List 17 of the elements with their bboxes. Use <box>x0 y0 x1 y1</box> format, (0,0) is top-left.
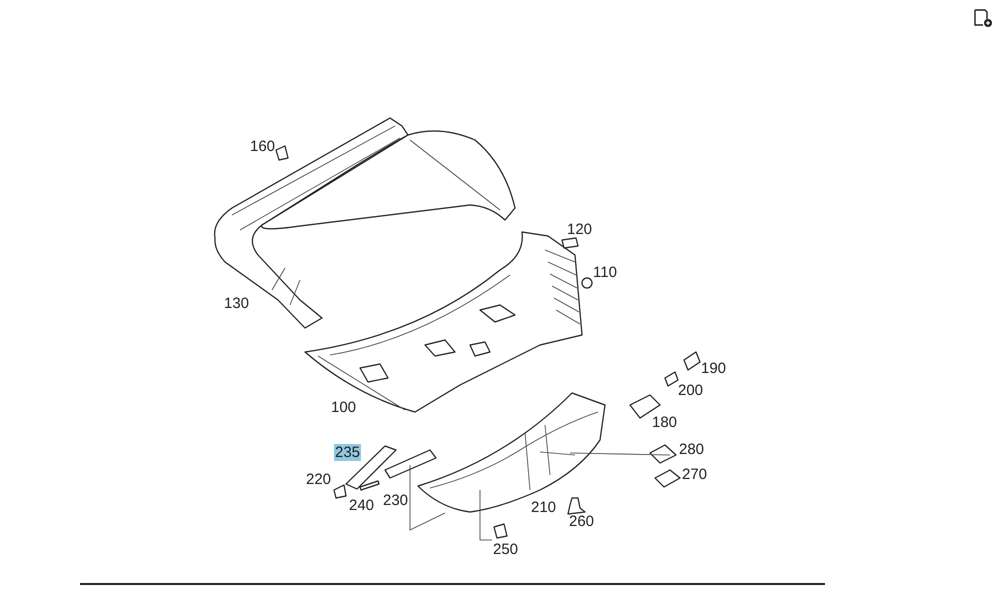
callout-number: 270 <box>681 466 708 483</box>
callout-number: 110 <box>592 264 618 281</box>
callout-number: 200 <box>677 382 704 399</box>
callout-number: 130 <box>223 295 250 312</box>
callout-number: 120 <box>566 221 594 238</box>
callout-number: 160 <box>249 138 276 155</box>
callout-number: 230 <box>382 492 410 509</box>
callout-number: 220 <box>305 471 332 488</box>
callout-number: 280 <box>678 441 706 458</box>
callout-number: 240 <box>348 497 376 514</box>
callout-number: 260 <box>568 513 596 530</box>
callout-number: 180 <box>651 414 678 431</box>
callout-number: 210 <box>530 499 558 516</box>
callout-number: 190 <box>700 360 728 377</box>
callout-number: 100 <box>330 399 358 416</box>
callout-number: 250 <box>492 541 520 558</box>
callout-number: 235 <box>334 444 362 461</box>
